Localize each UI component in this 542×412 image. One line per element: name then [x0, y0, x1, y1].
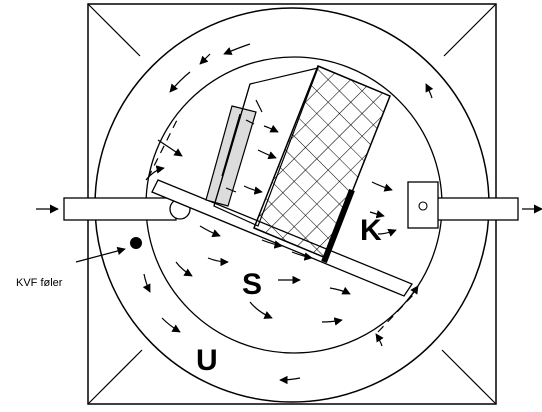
k-plate	[321, 188, 355, 264]
label-s: S	[242, 268, 262, 301]
airflow-arrows	[142, 43, 434, 385]
label-sensor: KVF føler	[16, 277, 63, 289]
outlet-bolt	[418, 201, 428, 211]
label-u: U	[196, 344, 218, 377]
grey-filter	[205, 105, 257, 207]
sensor-pointer	[75, 246, 126, 263]
label-k: K	[360, 214, 382, 247]
outlet-pipe	[435, 197, 519, 221]
inlet-pipe	[63, 197, 177, 221]
corner-braces	[87, 3, 497, 405]
dashed-separators	[147, 117, 415, 333]
sensor-dot	[130, 237, 142, 249]
